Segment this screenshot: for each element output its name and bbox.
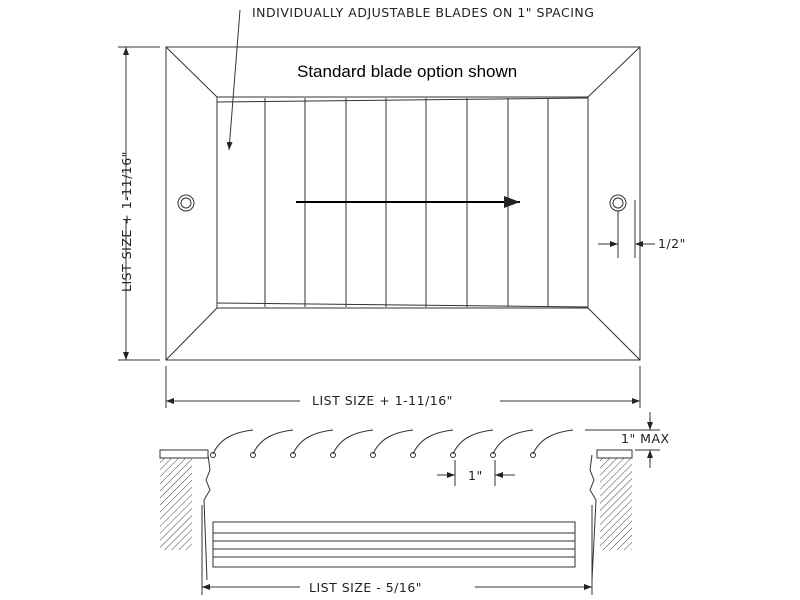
width-dimension: LIST SIZE + 1-11/16" — [312, 393, 453, 408]
screw-hole-icon — [609, 194, 627, 212]
blades-note: INDIVIDUALLY ADJUSTABLE BLADES ON 1" SPA… — [252, 5, 594, 20]
option-note: Standard blade option shown — [297, 62, 517, 81]
inner-dimension: LIST SIZE - 5/16" — [309, 580, 422, 595]
height-dimension: LIST SIZE + 1-11/16" — [119, 151, 134, 292]
section-view — [159, 412, 660, 595]
screw-offset-dimension: 1/2" — [658, 236, 686, 251]
screw-hole-icon — [177, 194, 195, 212]
section-blades — [210, 429, 574, 458]
max-dimension: 1" MAX — [621, 431, 670, 446]
spacing-dimension: 1" — [468, 468, 483, 483]
plan-view — [118, 9, 655, 408]
